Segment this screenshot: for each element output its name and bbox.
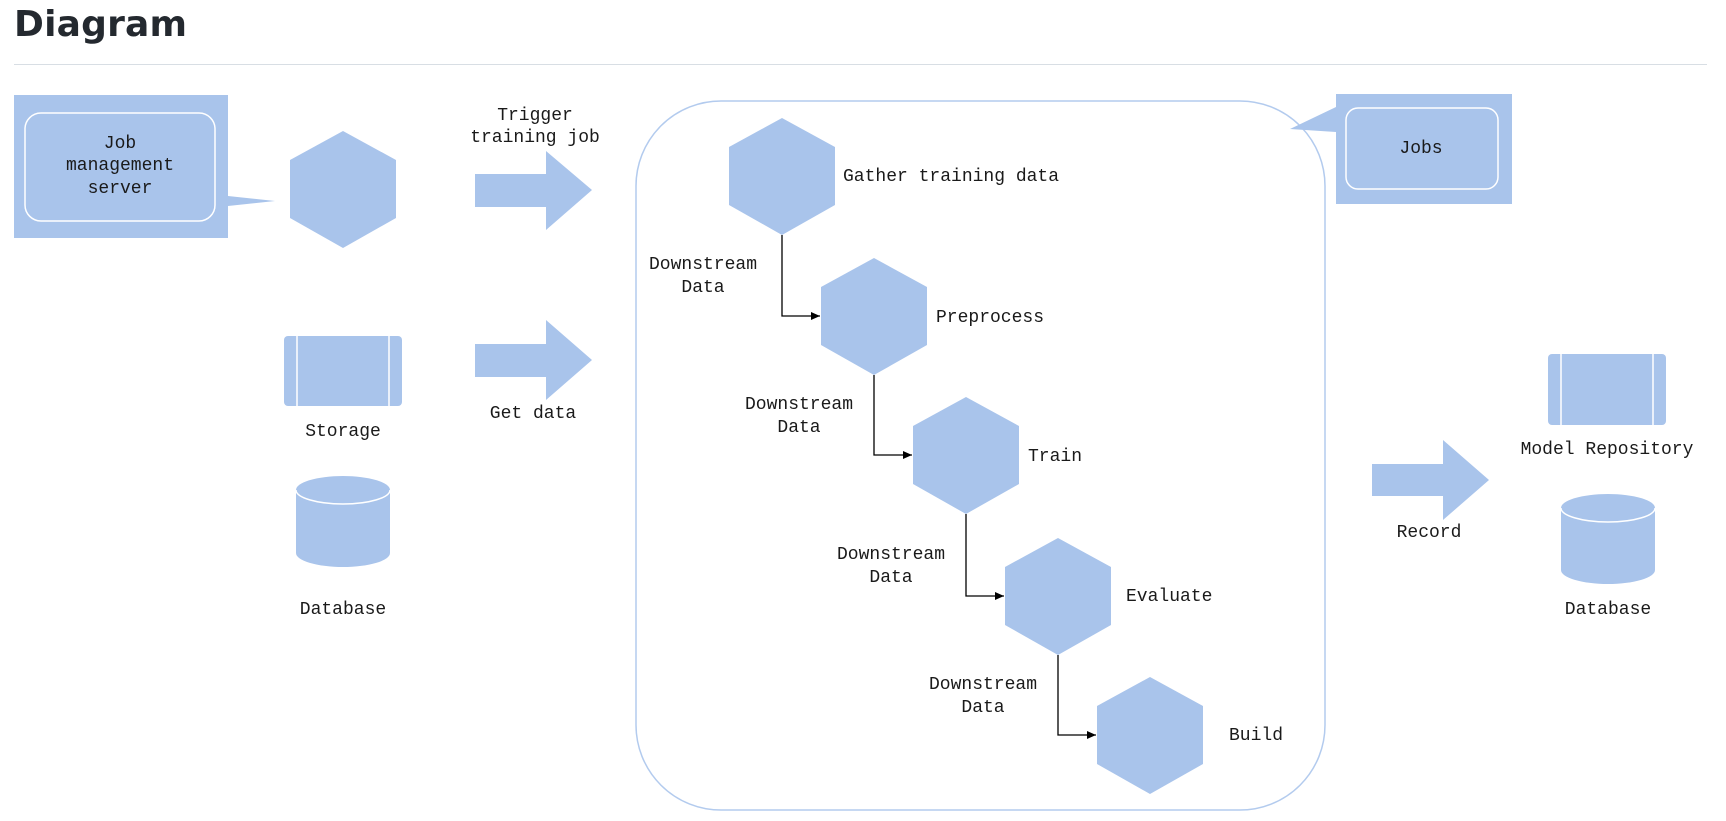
preprocess-label: Preprocess [936, 308, 1044, 328]
trigger-arrow [475, 151, 592, 230]
preprocess-hexagon [821, 258, 927, 375]
record-label: Record [1397, 523, 1462, 543]
svg-text:Data: Data [961, 698, 1004, 718]
pipeline-step-train: Train [913, 397, 1082, 514]
svg-text:Downstream: Downstream [837, 545, 945, 565]
downstream-data-label-2: Downstream Data [745, 395, 853, 438]
database-icon-left [295, 476, 391, 567]
get-data-label: Get data [490, 404, 577, 424]
downstream-data-label-4: Downstream Data [929, 675, 1037, 718]
connector-train-to-evaluate [965, 514, 1004, 600]
job-server-hexagon [290, 131, 396, 248]
downstream-data-label-1: Downstream Data [649, 255, 757, 298]
pipeline-step-evaluate: Evaluate [1005, 538, 1212, 655]
trigger-label-line-1: Trigger [497, 106, 573, 126]
evaluate-hexagon [1005, 538, 1111, 655]
model-repository-icon [1548, 354, 1666, 425]
job-callout-line-2: management [66, 156, 174, 176]
pipeline-step-gather: Gather training data [729, 118, 1059, 235]
svg-text:Data: Data [681, 278, 724, 298]
storage-label: Storage [305, 422, 381, 442]
connector-preprocess-to-train [873, 375, 912, 459]
train-label: Train [1028, 447, 1082, 467]
svg-text:Data: Data [777, 418, 820, 438]
gather-hexagon [729, 118, 835, 235]
jobs-callout-label: Jobs [1399, 139, 1442, 159]
page-title: Diagram [14, 4, 188, 45]
downstream-data-label-3: Downstream Data [837, 545, 945, 588]
evaluate-label: Evaluate [1126, 587, 1212, 607]
database-label-left: Database [300, 600, 386, 620]
pipeline-step-build: Build [1097, 677, 1283, 794]
record-arrow [1372, 440, 1489, 520]
train-hexagon [913, 397, 1019, 514]
svg-text:Downstream: Downstream [745, 395, 853, 415]
model-repository-label: Model Repository [1521, 440, 1694, 460]
svg-text:Downstream: Downstream [649, 255, 757, 275]
job-callout-line-3: server [88, 179, 153, 199]
get-data-arrow [475, 320, 592, 400]
jobs-callout: Jobs [1290, 94, 1512, 204]
pipeline-step-preprocess: Preprocess [821, 258, 1044, 375]
build-label: Build [1229, 726, 1283, 746]
title-divider [14, 64, 1707, 65]
build-hexagon [1097, 677, 1203, 794]
connector-gather-to-preprocess [781, 235, 820, 320]
database-icon-right [1560, 494, 1656, 584]
database-label-right: Database [1565, 600, 1651, 620]
svg-text:Downstream: Downstream [929, 675, 1037, 695]
gather-training-data-label: Gather training data [843, 167, 1059, 187]
job-callout-line-1: Job [104, 134, 136, 154]
job-management-server-callout: Job management server [14, 95, 275, 238]
storage-icon [284, 336, 402, 406]
svg-text:Data: Data [869, 568, 912, 588]
connector-evaluate-to-build [1057, 655, 1096, 739]
trigger-label-line-2: training job [470, 128, 600, 148]
pipeline-container [635, 100, 1326, 811]
